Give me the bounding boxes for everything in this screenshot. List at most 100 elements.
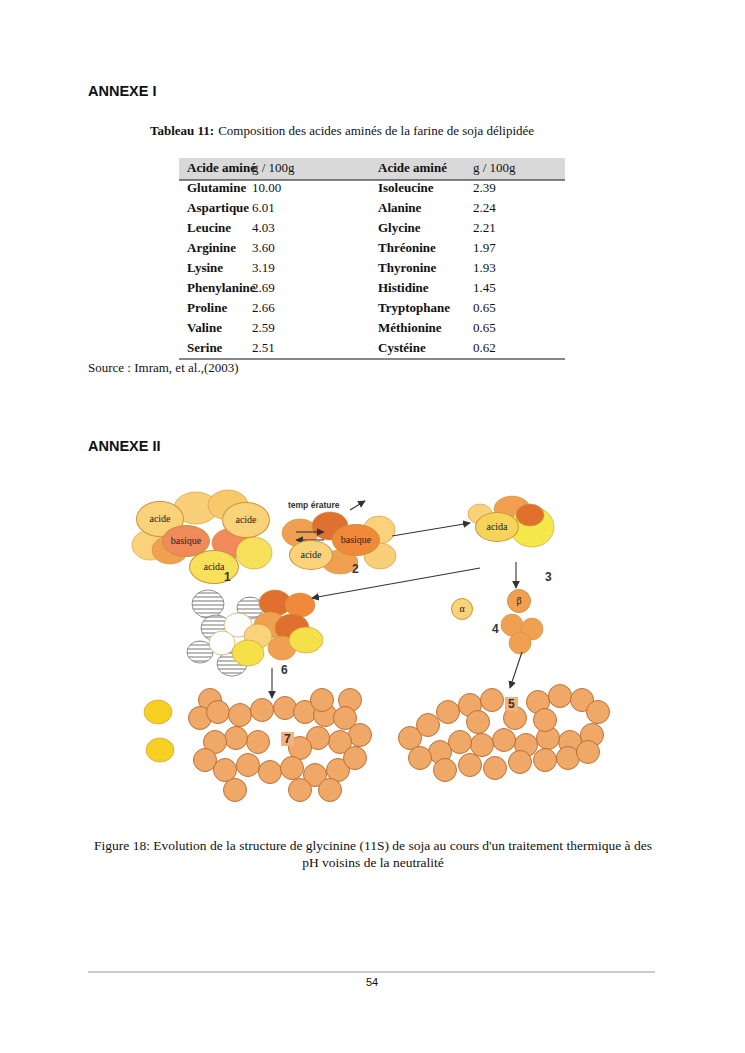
subunit-circle: acida	[475, 512, 519, 542]
section-heading: ANNEXE II	[88, 438, 161, 454]
aggregate-circle	[493, 729, 516, 752]
subunit-label: acide	[300, 550, 321, 560]
aggregate-circle	[549, 685, 572, 708]
table-cell: 2.66	[252, 300, 275, 316]
subunit-circle: acide	[222, 502, 270, 538]
table-cell: Cystéine	[378, 340, 426, 356]
table-cell: Tryptophane	[378, 300, 450, 316]
aggregate-circle	[437, 701, 460, 724]
table-cell: 2.69	[252, 280, 275, 296]
subunit-circle	[209, 631, 235, 655]
page-number: 54	[366, 976, 378, 988]
aggregate-circle	[214, 759, 237, 782]
subunit-label: acide	[149, 514, 170, 524]
table-cell: 2.59	[252, 320, 275, 336]
aggregate-circle	[194, 749, 217, 772]
aggregate-circle	[449, 731, 472, 754]
aggregate-circle	[224, 779, 247, 802]
subunit-circle: acida	[189, 550, 239, 584]
aggregate-circle	[534, 749, 557, 772]
aggregate-circle	[289, 779, 312, 802]
table-cell: Phenylanine	[187, 280, 256, 296]
aggregate-circle	[251, 699, 274, 722]
aggregate-circle	[225, 727, 248, 750]
table-cell: Lysine	[187, 260, 223, 276]
aggregate-circle	[509, 751, 532, 774]
subunit-circle	[236, 537, 272, 569]
aggregate-circle	[557, 747, 580, 770]
table-cell: 1.93	[473, 260, 496, 276]
subunit-label: basique	[171, 536, 202, 546]
aggregate-circle	[237, 754, 260, 777]
aggregate-circle	[577, 741, 600, 764]
subunit-label: acide	[235, 515, 256, 525]
table-header-band	[179, 158, 565, 180]
table-cell: Leucine	[187, 220, 231, 236]
table-cell: Arginine	[187, 240, 236, 256]
aggregate-circle	[349, 724, 372, 747]
reaction-arrow	[271, 668, 272, 698]
subunit-circle	[144, 700, 172, 724]
subunit-circle	[516, 504, 544, 526]
table-cell: 1.45	[473, 280, 496, 296]
callout-number: 2	[352, 562, 359, 576]
subunit-label: β	[516, 596, 521, 606]
aggregate-circle	[481, 689, 504, 712]
table-cell: 1.97	[473, 240, 496, 256]
subunit-circle: basique	[332, 524, 380, 556]
table-cell: Proline	[187, 300, 227, 316]
aggregate-circle	[229, 704, 252, 727]
reaction-arrow	[392, 523, 470, 536]
reaction-arrow	[350, 501, 365, 510]
aggregate-circle	[417, 714, 440, 737]
aggregate-circle	[484, 757, 507, 780]
callout-number: 1	[224, 570, 231, 584]
table-cell: Thyronine	[378, 260, 436, 276]
table-cell: Acide aminé	[378, 160, 447, 176]
reaction-arrow	[312, 568, 480, 598]
table-cell: 2.21	[473, 220, 496, 236]
aggregate-circle	[467, 711, 490, 734]
table-cell: 2.51	[252, 340, 275, 356]
table-rule	[179, 359, 565, 360]
aggregate-circle	[409, 747, 432, 770]
callout-number: 7	[281, 732, 294, 746]
table-number: Tableau 11:	[150, 123, 214, 139]
subunit-circle: α	[451, 598, 473, 620]
figure-caption: Figure 18: Evolution de la structure de …	[88, 838, 658, 872]
subunit-circle	[232, 640, 264, 666]
aggregate-circle	[281, 757, 304, 780]
table-cell: Alanine	[378, 200, 421, 216]
table-cell: Histidine	[378, 280, 429, 296]
table-title: Composition des acides aminés de la fari…	[218, 123, 534, 139]
table-cell: Méthionine	[378, 320, 442, 336]
aggregate-circle	[247, 731, 270, 754]
aggregate-circle	[259, 761, 282, 784]
aggregate-circle	[319, 779, 342, 802]
table-cell: 0.62	[473, 340, 496, 356]
table-cell: 6.01	[252, 200, 275, 216]
reaction-arrow	[510, 652, 522, 688]
aggregate-circle	[207, 701, 230, 724]
footer-rule	[88, 972, 655, 973]
table-cell: 10.00	[252, 180, 281, 196]
table-cell: 4.03	[252, 220, 275, 236]
callout-number: 4	[492, 622, 499, 636]
table-cell: g / 100g	[473, 160, 516, 176]
subunit-circle	[192, 590, 224, 618]
aggregate-circle	[459, 754, 482, 777]
section-heading: ANNEXE I	[88, 83, 157, 99]
table-cell: Thréonine	[378, 240, 436, 256]
source-note: Source : Imram, et al.,(2003)	[88, 360, 239, 376]
aggregate-circle	[534, 709, 557, 732]
subunit-label: α	[459, 604, 464, 614]
aggregate-circle	[311, 689, 334, 712]
reaction-arrow	[296, 531, 324, 532]
subunit-circle: β	[507, 589, 531, 613]
aggregate-circle	[471, 734, 494, 757]
aggregate-circle	[434, 759, 457, 782]
reaction-arrow	[515, 562, 516, 588]
table-cell: Serine	[187, 340, 222, 356]
